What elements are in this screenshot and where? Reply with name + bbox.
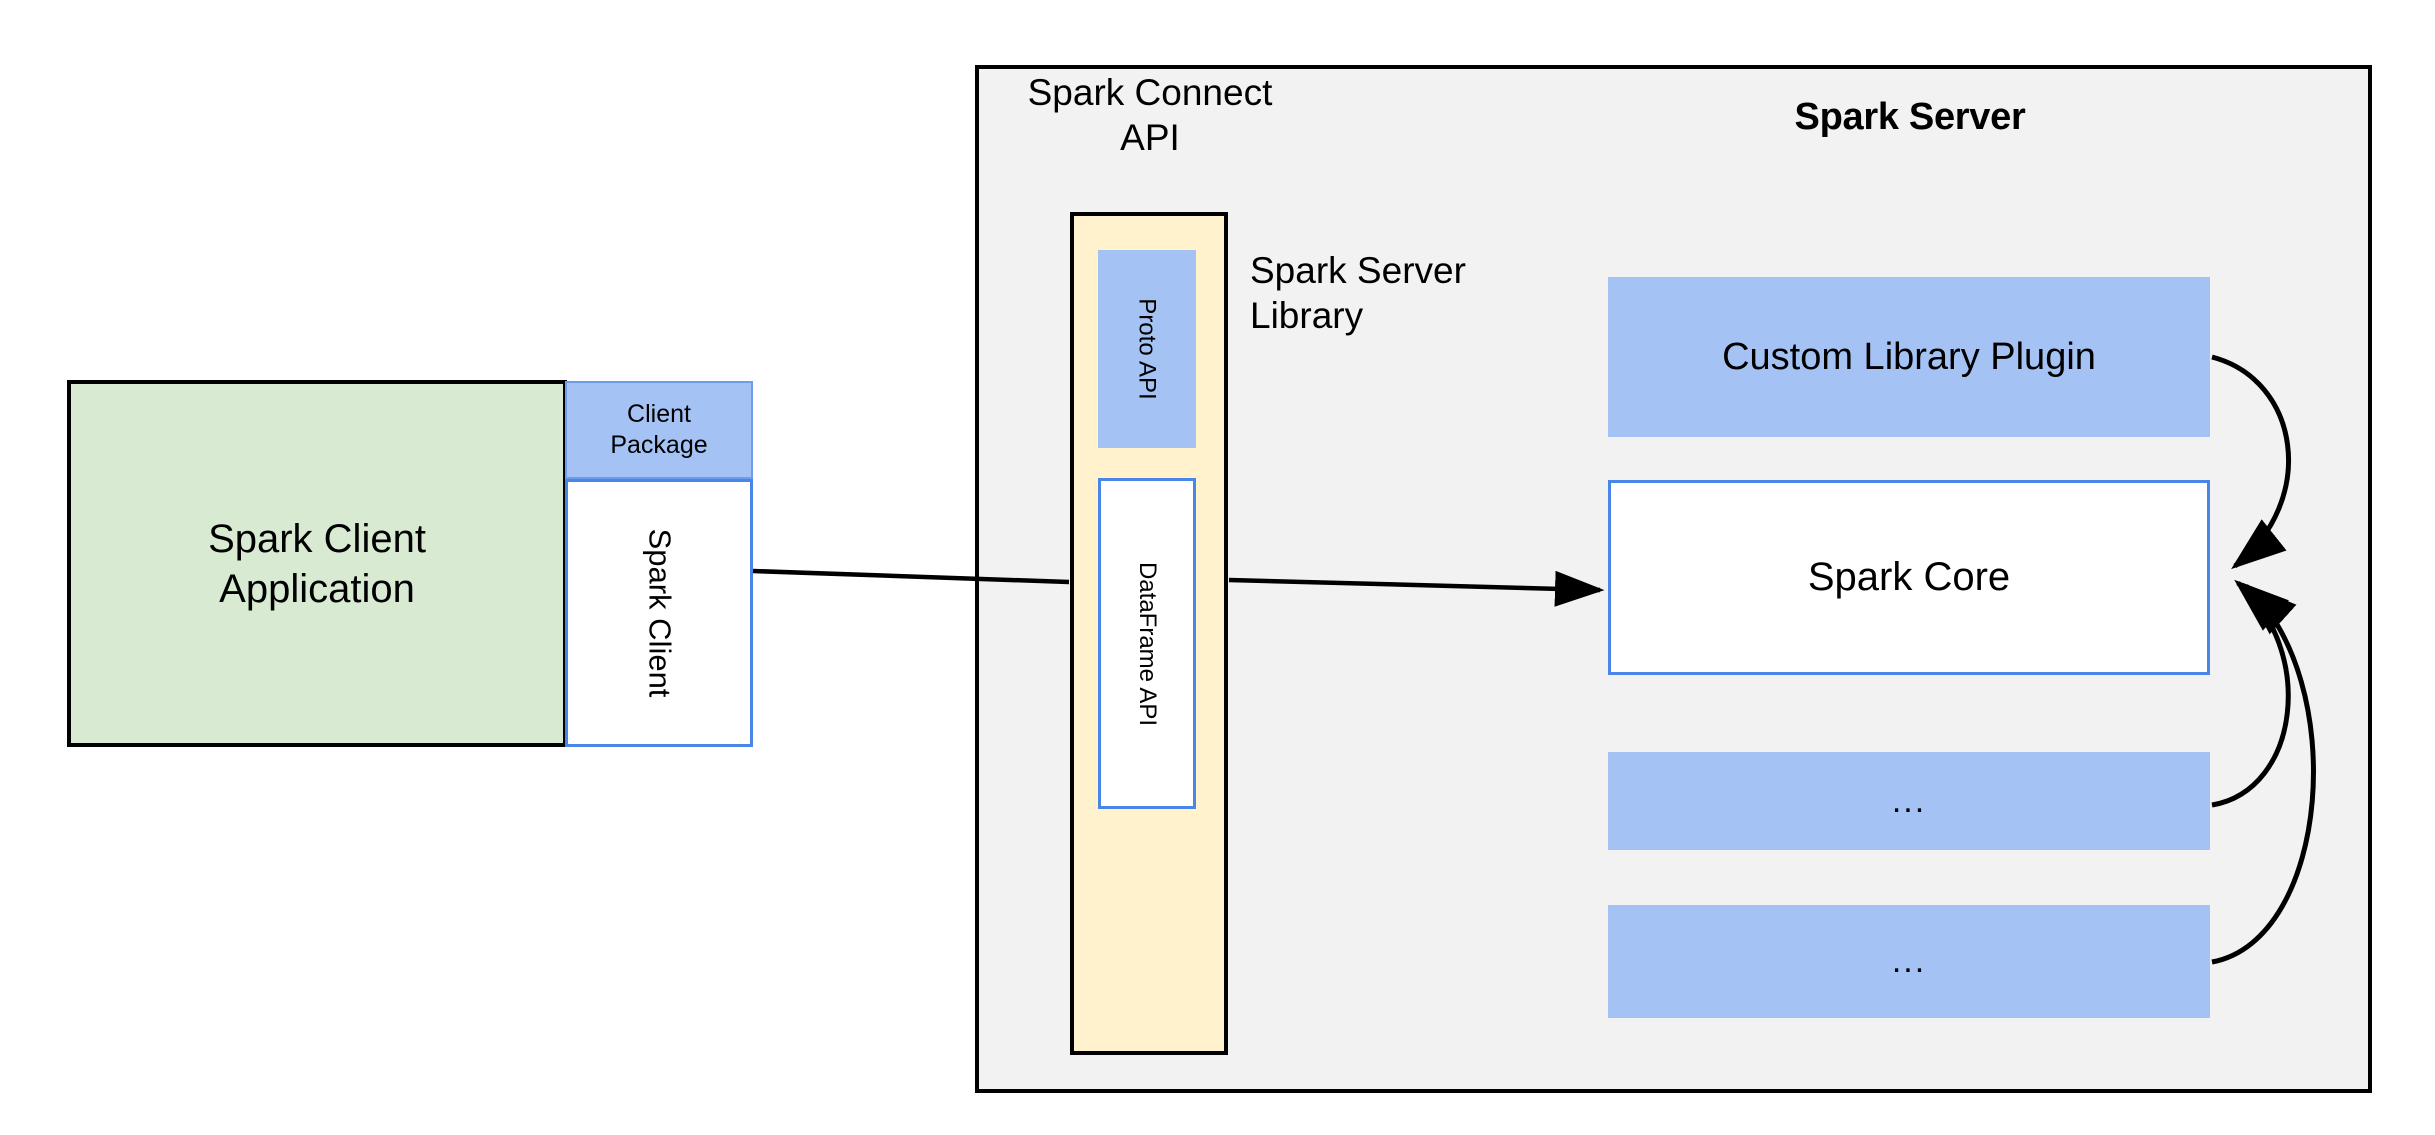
spark-core-box[interactable]: Spark Core: [1608, 480, 2210, 675]
spark-server-title: Spark Server: [1794, 96, 2026, 138]
spark-server-library-label: Spark Server Library: [1250, 250, 1466, 337]
spark-client-application-box[interactable]: Spark Client Application: [67, 380, 567, 747]
proto-api-label: Proto API: [1134, 298, 1162, 400]
proto-api-box[interactable]: Proto API: [1098, 250, 1196, 448]
dataframe-api-label: DataFrame API: [1134, 561, 1161, 726]
dataframe-api-box[interactable]: DataFrame API: [1098, 478, 1196, 809]
spark-client-box[interactable]: Spark Client: [565, 479, 753, 747]
spark-connect-api-label: Spark Connect API: [1027, 72, 1273, 159]
ellipsis-label: ...: [1891, 942, 1927, 981]
spark-client-application-label: Spark Client Application: [208, 516, 426, 611]
spark-core-label: Spark Core: [1807, 555, 2011, 599]
custom-library-plugin-box[interactable]: Custom Library Plugin: [1608, 277, 2210, 437]
spark-client-label: Spark Client: [641, 528, 677, 698]
ellipsis-label: ...: [1891, 781, 1927, 820]
server-module-placeholder-1[interactable]: ...: [1608, 752, 2210, 850]
server-module-placeholder-2[interactable]: ...: [1608, 905, 2210, 1018]
client-package-label: Client Package: [610, 400, 708, 459]
client-package-box[interactable]: Client Package: [565, 381, 753, 479]
custom-library-plugin-label: Custom Library Plugin: [1722, 335, 2096, 378]
